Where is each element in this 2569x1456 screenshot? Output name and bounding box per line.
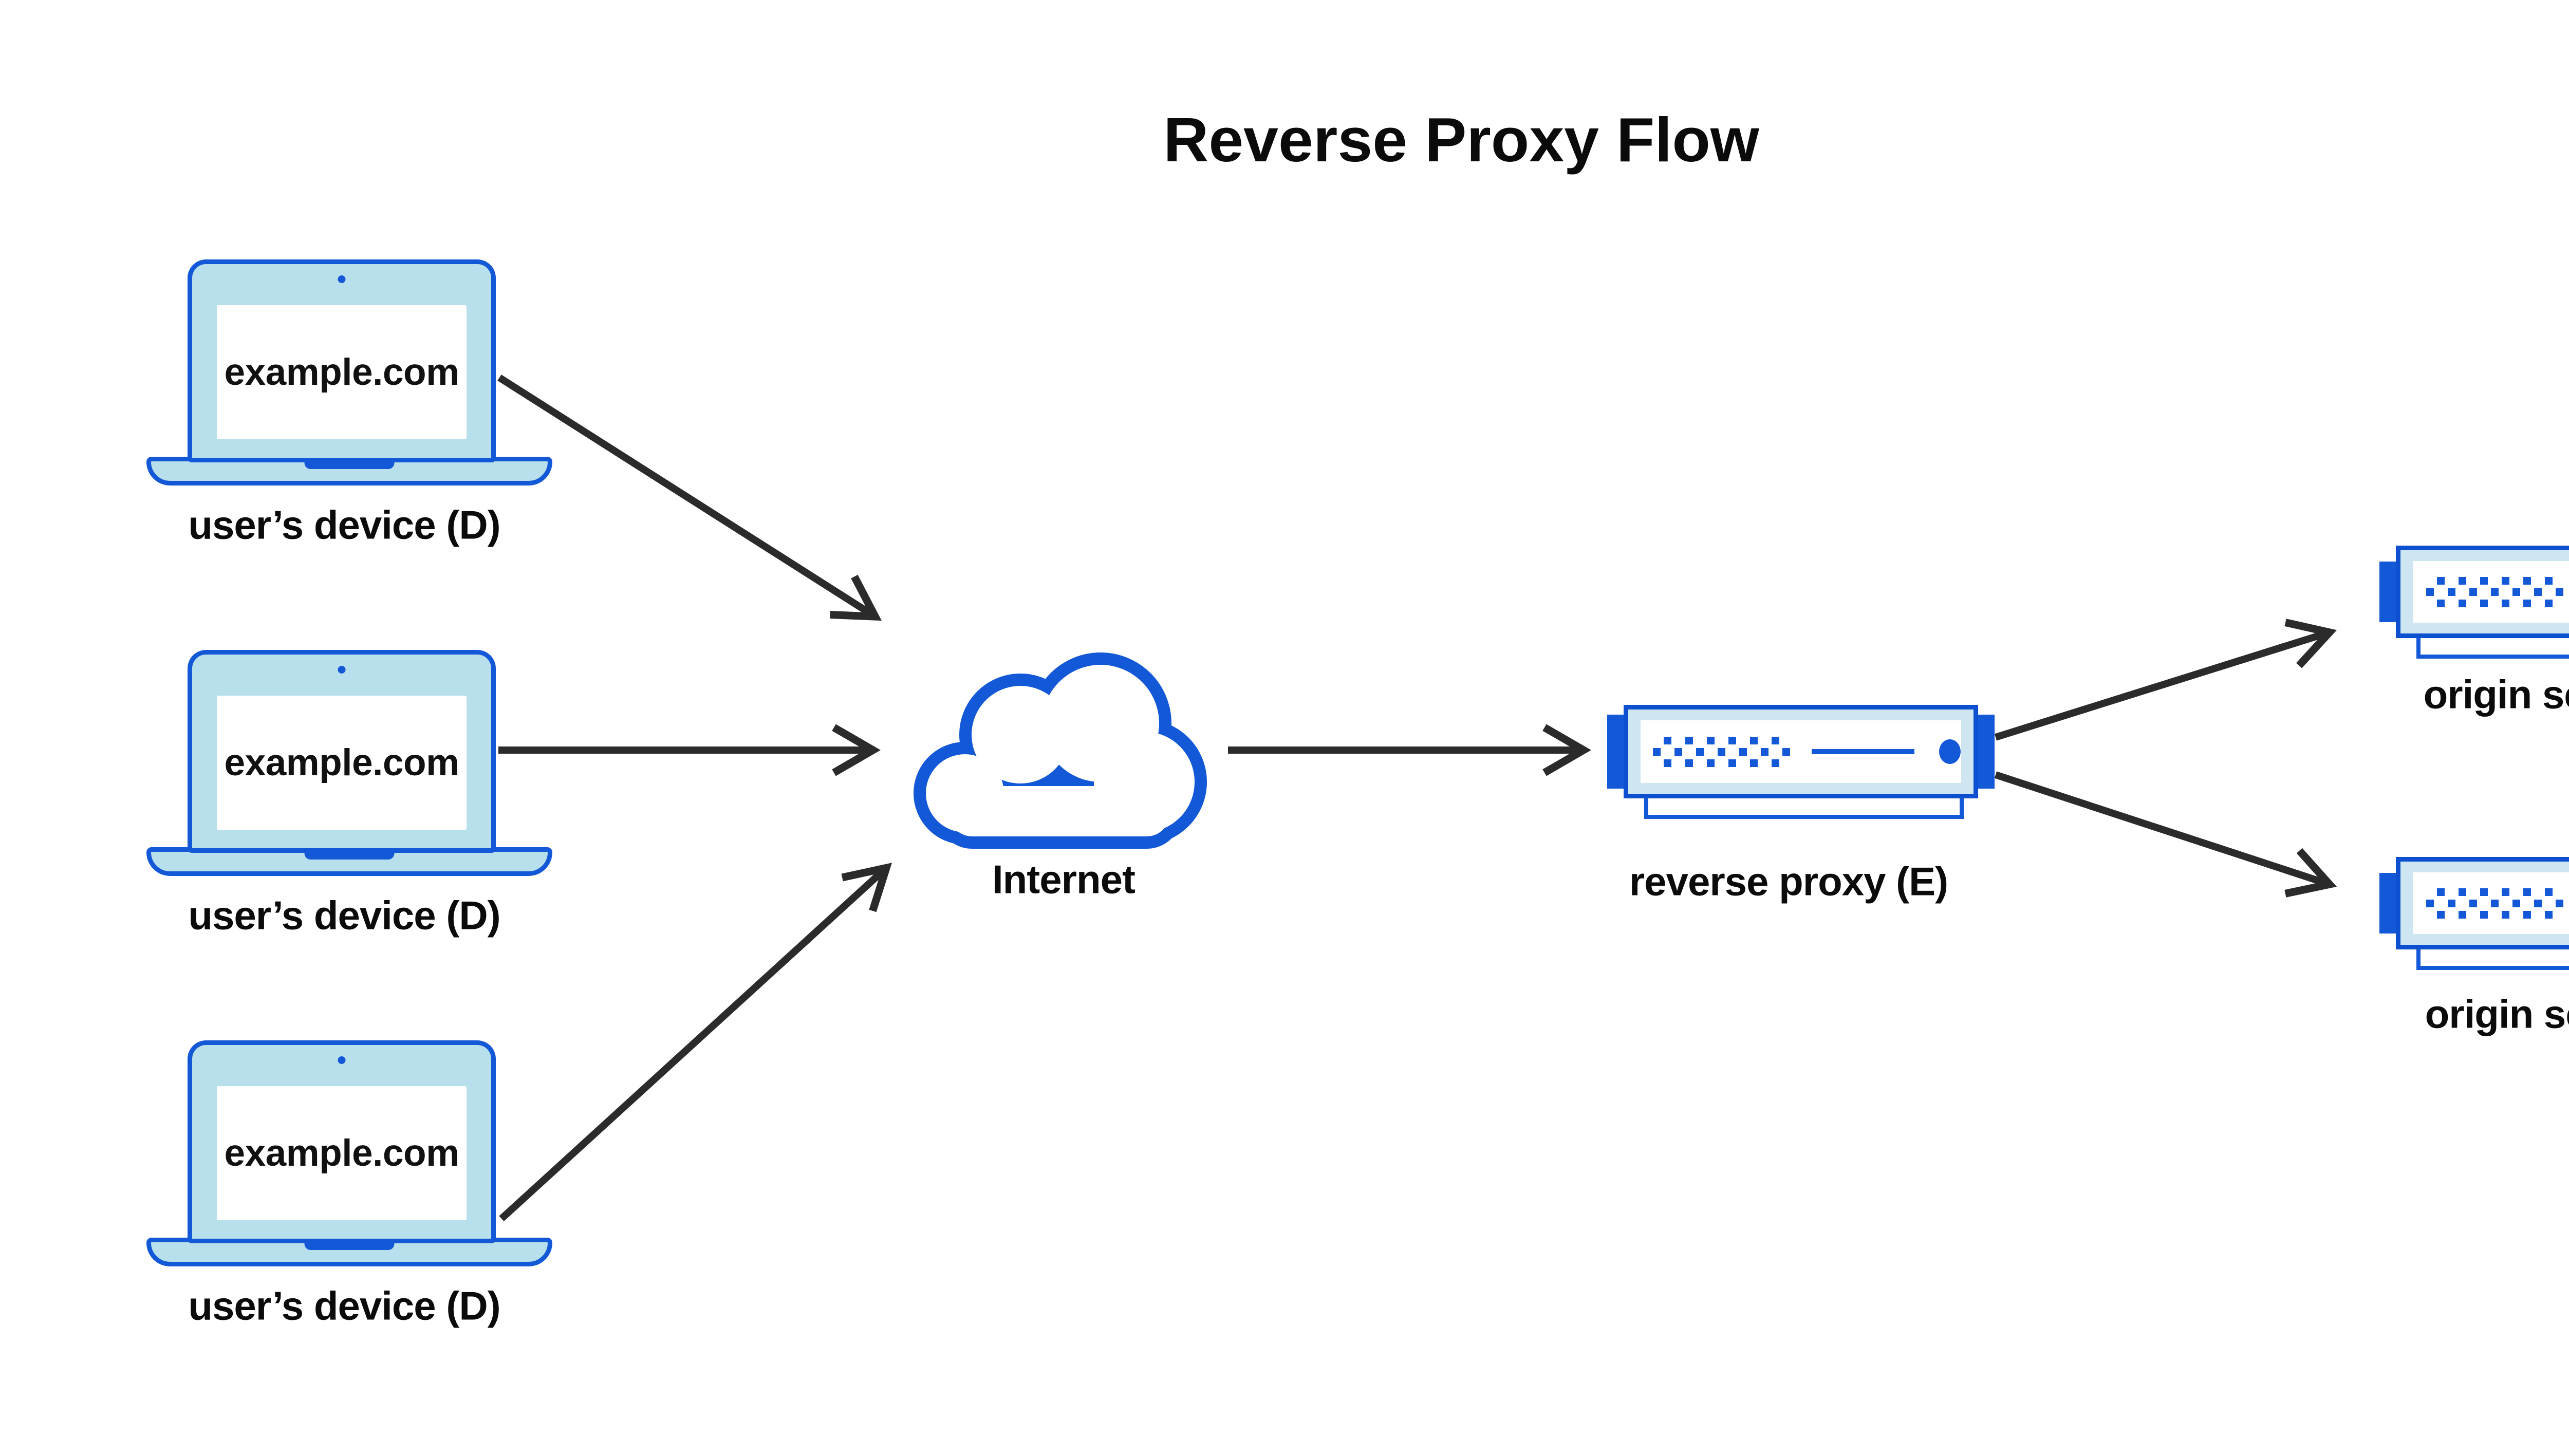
origin-server1-icon <box>2379 546 2569 659</box>
camera-dot-icon <box>338 275 346 283</box>
laptop-icon-device2: example.com <box>146 650 552 879</box>
laptop-screen: example.com <box>217 696 467 830</box>
diagram-title: Reverse Proxy Flow <box>1163 105 1759 175</box>
server-faceplate <box>1641 720 1961 783</box>
device3-label: user’s device (D) <box>188 1283 500 1329</box>
laptop-hinge-notch <box>304 461 395 469</box>
screen-url-text: example.com <box>224 742 459 783</box>
laptop-bezel: example.com <box>188 259 496 462</box>
arrow-device1-to-internet <box>497 375 882 621</box>
laptop-screen: example.com <box>217 305 467 439</box>
server-slot-line <box>1812 749 1914 754</box>
laptop-icon-device1: example.com <box>146 259 552 488</box>
laptop-screen: example.com <box>217 1086 467 1220</box>
device2-label: user’s device (D) <box>188 892 500 938</box>
arrow-proxy-to-origin2 <box>1994 771 2337 898</box>
screen-url-text: example.com <box>224 351 459 393</box>
reverse-proxy-label: reverse proxy (E) <box>1629 858 1948 904</box>
arrow-proxy-to-origin1 <box>1994 619 2337 741</box>
reverse-proxy-server-icon <box>1607 705 1995 819</box>
origin-server1-label: origin server (F) <box>2423 671 2569 717</box>
laptop-icon-device3: example.com <box>146 1040 552 1269</box>
internet-label: Internet <box>992 856 1135 902</box>
screen-url-text: example.com <box>224 1132 459 1174</box>
server-faceplate <box>2413 872 2569 934</box>
camera-dot-icon <box>338 1056 346 1064</box>
vent-dots-icon <box>1653 736 1790 767</box>
device1-label: user’s device (D) <box>188 502 500 548</box>
vent-dots-icon <box>2426 576 2563 607</box>
status-light-icon <box>1939 739 1961 764</box>
arrow-device3-to-internet <box>499 863 892 1222</box>
server-faceplate <box>2413 561 2569 623</box>
camera-dot-icon <box>338 666 346 674</box>
vent-dots-icon <box>2426 888 2563 919</box>
laptop-hinge-notch <box>304 852 395 860</box>
laptop-bezel: example.com <box>188 1040 496 1243</box>
laptop-hinge-notch <box>304 1242 395 1250</box>
internet-cloud-icon <box>914 652 1207 849</box>
origin-server2-label: origin server (F) <box>2425 991 2569 1037</box>
laptop-bezel: example.com <box>188 650 496 853</box>
origin-server2-icon <box>2379 857 2569 970</box>
